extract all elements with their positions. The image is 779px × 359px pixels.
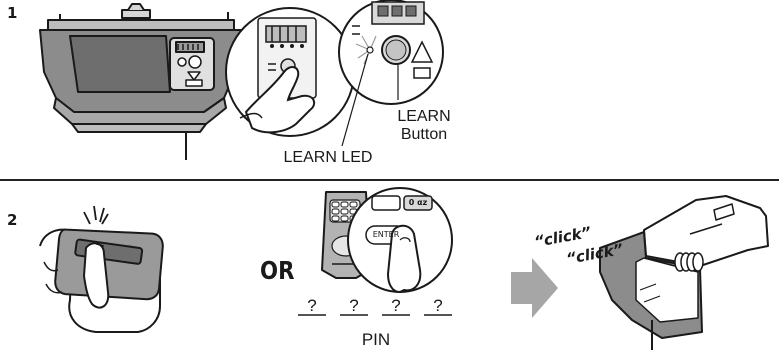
pin-digit: ? (300, 296, 324, 316)
pin-digit: ? (384, 296, 408, 316)
pin-digit: ? (342, 296, 366, 316)
pin-label: PIN (346, 331, 406, 349)
pin-digit: ? (426, 296, 450, 316)
opener-open-housing (600, 196, 768, 350)
keypad-key-label: 0 αz (406, 198, 430, 207)
remote-control-in-hand (40, 206, 167, 332)
next-step-arrow (511, 258, 558, 318)
keypad-enter-label: ENTER (368, 230, 404, 239)
or-label: OR (260, 256, 294, 285)
zoom-circle-keypad-enter (348, 188, 452, 292)
